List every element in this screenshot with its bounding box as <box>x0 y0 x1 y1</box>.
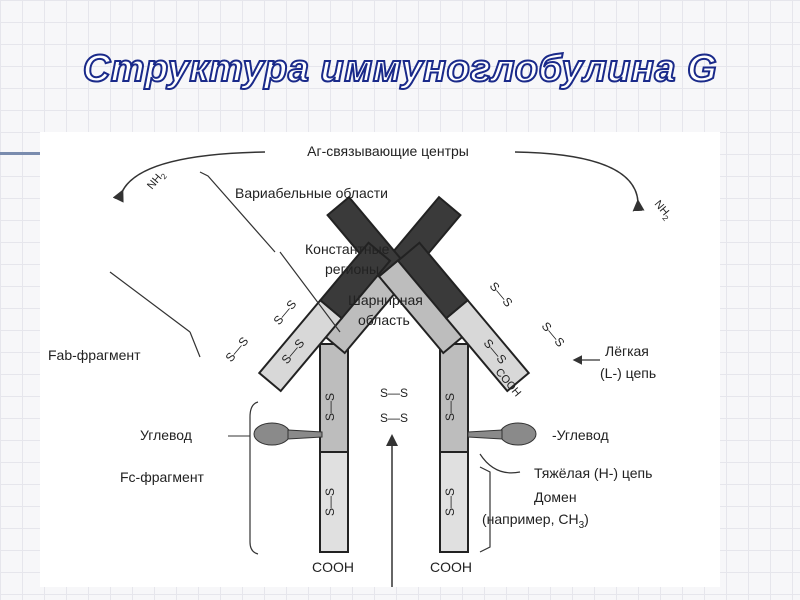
light-chain-label-2: (L-) цепь <box>600 365 656 381</box>
hinge-label-1: Шарнирная <box>348 292 423 308</box>
ss-bond-right-light: S—S <box>539 319 568 349</box>
carbohydrate-left <box>253 422 323 446</box>
fc-fragment-label: Fc-фрагмент <box>120 469 205 485</box>
variable-regions-label: Вариабельные области <box>235 185 388 201</box>
fc-bracket <box>249 401 259 555</box>
ag-binding-right-curve <box>514 151 645 212</box>
ss-bond-left-light: S—S <box>223 334 252 364</box>
hinge-label-2: область <box>358 312 410 328</box>
ss-bond-left-stem-lower: S—S <box>323 488 337 516</box>
diagram-panel: S—S S—S S—S S—S S—S S—S S—S S—S S—S S—S … <box>40 132 720 587</box>
heavy-chain-right-stem <box>439 343 469 553</box>
heavy-chain-pointer <box>479 453 521 474</box>
light-chain-label-1: Лёгкая <box>605 343 649 359</box>
domain-bracket <box>479 466 491 553</box>
igg-diagram: S—S S—S S—S S—S S—S S—S S—S S—S S—S S—S … <box>48 143 674 587</box>
ss-bond-right-arm: S—S <box>487 279 516 309</box>
ss-bond-hinge-1: S—S <box>380 386 408 400</box>
light-chain-right <box>396 241 531 393</box>
cooh-left-label: COOH <box>312 559 354 575</box>
carbohydrate-left-label: Углевод <box>140 427 192 443</box>
ss-bond-right-stem-lower: S—S <box>443 488 457 516</box>
heavy-chain-label: Тяжёлая (H-) цепь <box>534 465 652 481</box>
domain-label-1: Домен <box>534 489 577 505</box>
light-chain-left <box>257 241 392 393</box>
accent-line <box>0 152 40 155</box>
carbohydrate-right <box>467 422 537 446</box>
ss-bond-left-arm: S—S <box>271 297 300 327</box>
heavy-chain-left-stem <box>319 343 349 553</box>
ag-binding-centers-label: Аг-связывающие центры <box>307 143 469 159</box>
ss-bond-left-stem-upper: S—S <box>323 393 337 421</box>
carbohydrate-right-label: -Углевод <box>552 427 609 443</box>
constant-regions-label-1: Константные <box>305 241 390 257</box>
constant-regions-label-2: регионы <box>325 261 379 277</box>
ag-binding-left-curve <box>112 151 266 203</box>
slide-title: Структура иммуноглобулина G <box>82 47 718 91</box>
nh2-right-label: NH2 <box>650 198 674 223</box>
constant-region-bracket <box>279 251 341 333</box>
ss-bond-hinge-2: S—S <box>380 411 408 425</box>
nh2-left-label: NH2 <box>145 168 169 193</box>
ss-bond-right-stem-upper: S—S <box>443 393 457 421</box>
cooh-right-label: COOH <box>430 559 472 575</box>
fab-bracket <box>109 271 201 358</box>
fab-fragment-label: Fab-фрагмент <box>48 347 141 363</box>
domain-label-2: (например, CH3) <box>482 511 589 531</box>
variable-region-bracket <box>199 171 276 253</box>
